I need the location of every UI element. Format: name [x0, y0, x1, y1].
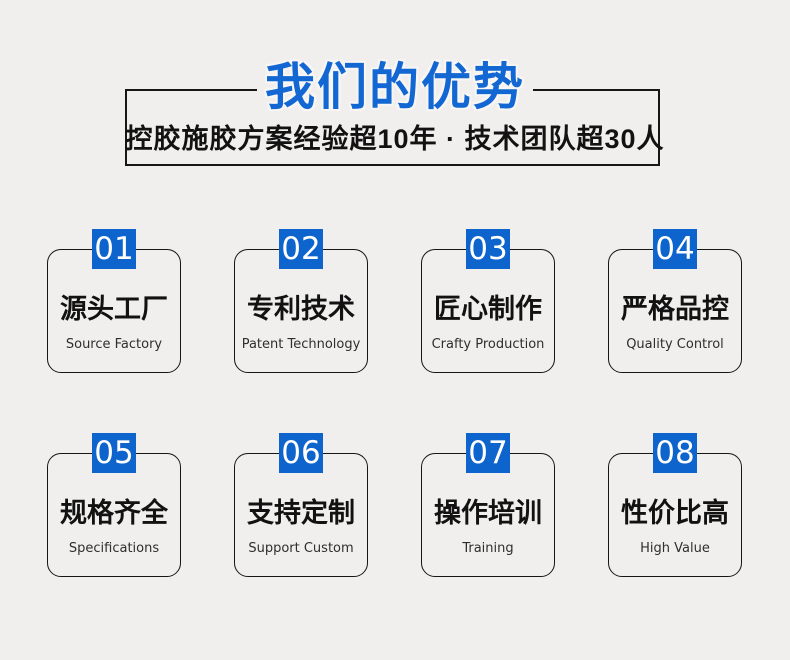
card-subtitle-en: High Value	[640, 541, 710, 556]
number-badge: 05	[92, 433, 136, 473]
advantage-card-08: 08 性价比高 High Value	[608, 433, 742, 577]
card-number: 06	[281, 435, 321, 471]
card-subtitle-en: Crafty Production	[431, 337, 545, 352]
number-badge: 01	[92, 229, 136, 269]
advantage-card-07: 07 操作培训 Training	[421, 433, 555, 577]
card-subtitle-en: Training	[462, 541, 514, 556]
card-title: 源头工厂	[60, 294, 168, 325]
advantage-card-05: 05 规格齐全 Specifications	[47, 433, 181, 577]
advantage-card-02: 02 专利技术 Patent Technology	[234, 229, 368, 373]
card-title: 支持定制	[247, 498, 355, 529]
card-title: 性价比高	[621, 498, 729, 529]
number-badge: 07	[466, 433, 510, 473]
number-badge: 04	[653, 229, 697, 269]
number-badge: 03	[466, 229, 510, 269]
card-number: 07	[468, 435, 508, 471]
card-title: 规格齐全	[60, 498, 168, 529]
advantage-card-06: 06 支持定制 Support Custom	[234, 433, 368, 577]
number-badge: 02	[279, 229, 323, 269]
card-number: 01	[94, 231, 134, 267]
card-title: 严格品控	[621, 294, 729, 325]
card-subtitle-en: Source Factory	[65, 337, 163, 352]
card-number: 05	[94, 435, 134, 471]
card-number: 02	[281, 231, 321, 267]
number-badge: 06	[279, 433, 323, 473]
card-title: 操作培训	[434, 498, 542, 529]
advantage-card-03: 03 匠心制作 Crafty Production	[421, 229, 555, 373]
page-title: 我们的优势	[257, 53, 533, 121]
card-subtitle-en: Support Custom	[248, 541, 354, 556]
card-title: 专利技术	[247, 294, 355, 325]
card-title: 匠心制作	[434, 294, 542, 325]
card-number: 04	[655, 231, 695, 267]
card-subtitle-en: Patent Technology	[241, 337, 361, 352]
advantage-card-04: 04 严格品控 Quality Control	[608, 229, 742, 373]
page-subtitle: 控胶施胶方案经验超10年 · 技术团队超30人	[125, 124, 665, 154]
card-number: 03	[468, 231, 508, 267]
advantage-card-01: 01 源头工厂 Source Factory	[47, 229, 181, 373]
card-number: 08	[655, 435, 695, 471]
number-badge: 08	[653, 433, 697, 473]
card-subtitle-en: Quality Control	[626, 337, 724, 352]
card-subtitle-en: Specifications	[68, 541, 160, 556]
